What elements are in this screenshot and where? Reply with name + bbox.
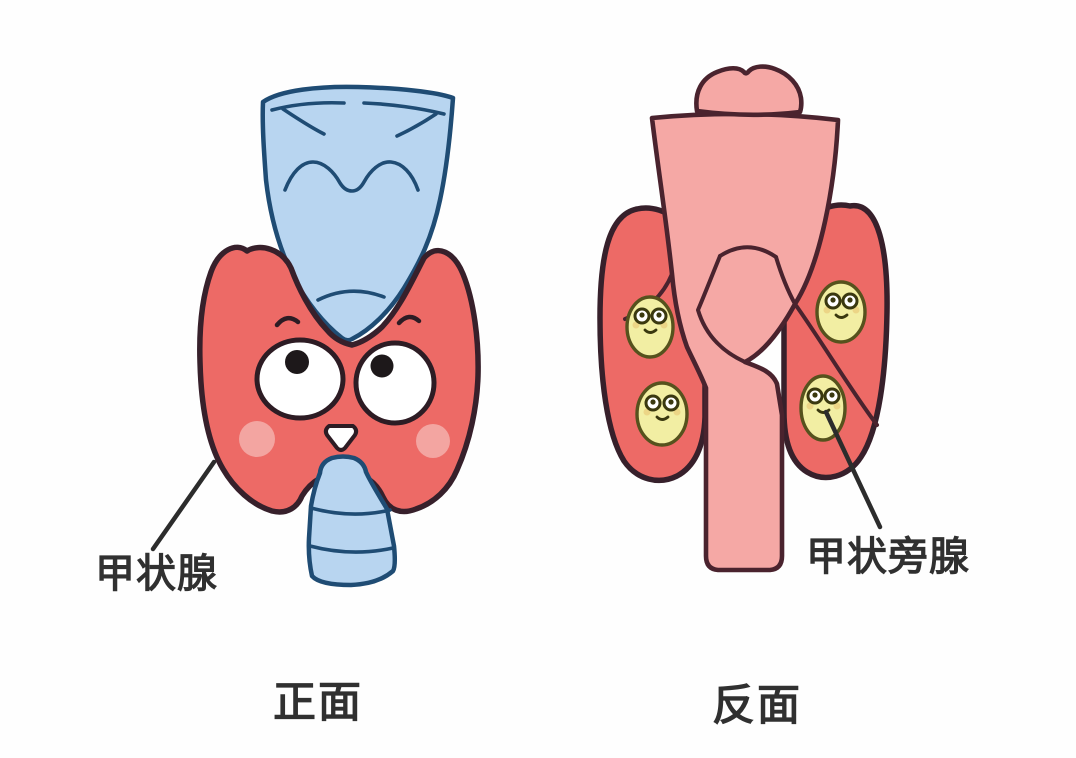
gland-right-pupil: [668, 399, 674, 405]
cartilage-detail-line: [362, 101, 446, 116]
right-pupil: [370, 354, 394, 378]
front-caption: 正面: [273, 679, 363, 727]
cartilage-detail-line: [270, 100, 346, 112]
left-eye: [254, 337, 346, 421]
gland-smile: [643, 328, 658, 334]
larynx-cartilage-shape: [260, 84, 456, 343]
gland-right-pupil: [847, 297, 853, 303]
thyroid-front-figure: 甲状腺 正面: [95, 84, 481, 727]
parathyroid-label-line: [823, 409, 883, 530]
back-caption: 反面: [712, 682, 802, 730]
gland-smile: [655, 415, 670, 421]
right-cheek: [416, 424, 450, 458]
gland-smile: [816, 408, 831, 414]
gland-left-pupil: [650, 399, 656, 405]
gland-left-pupil: [639, 312, 645, 318]
epiglottis-shape: [694, 64, 804, 118]
cartilage-detail-line: [395, 112, 438, 138]
cricoid-right-line: [774, 255, 797, 306]
left-pupil: [285, 350, 309, 374]
gland-blush: [806, 402, 814, 410]
gland-right-pupil: [829, 392, 835, 398]
trachea-ring-line: [308, 544, 395, 554]
thyroid-label-line: [150, 459, 217, 552]
right-eye: [353, 340, 437, 426]
thyroid-back-figure: 甲状旁腺 反面: [597, 64, 970, 730]
right-eyebrow: [396, 314, 422, 326]
parathyroid-gland-upper-left: [625, 295, 675, 359]
parathyroid-label: 甲状旁腺: [806, 535, 970, 579]
cartilage-detail-line: [281, 107, 326, 136]
gland-smile: [834, 313, 849, 319]
left-eyebrow: [274, 315, 301, 328]
left-cheek: [239, 421, 275, 457]
gland-blush: [833, 402, 841, 410]
parathyroid-gland-upper-right: [815, 280, 867, 344]
cricoid-dome-line: [718, 245, 778, 259]
gland-left-pupil: [812, 392, 818, 398]
parathyroid-gland-lower-left: [635, 381, 689, 447]
thyroid-label: 甲状腺: [95, 552, 218, 596]
nose: [323, 424, 359, 452]
parathyroid-gland-lower-right: [799, 374, 847, 442]
cricoid-detail-line: [316, 289, 386, 302]
trachea-ring-line: [309, 506, 392, 516]
right-horn-line: [793, 302, 879, 427]
cricoid-left-line: [696, 254, 747, 364]
gland-left-pupil: [830, 297, 836, 303]
larynx-back-shape: [649, 111, 841, 573]
thyroid-notch-line: [283, 160, 420, 193]
gland-right-pupil: [656, 312, 662, 318]
